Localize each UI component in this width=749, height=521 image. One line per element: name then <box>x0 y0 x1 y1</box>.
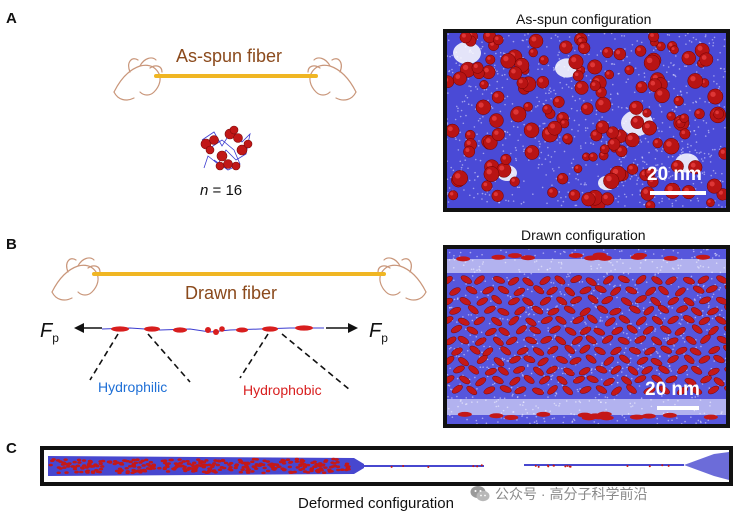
force-left-label: Fp <box>40 320 59 345</box>
panel-b-letter: B <box>6 236 17 253</box>
drawn-simulation-image: 20 nm <box>443 245 730 428</box>
force-subscript: p <box>52 331 59 345</box>
drawn-title: Drawn configuration <box>521 227 646 243</box>
hand-icon <box>307 57 357 101</box>
as-spun-particles <box>447 33 726 208</box>
polymer-cluster <box>200 125 253 171</box>
drawn-fiber-label: Drawn fiber <box>185 283 278 303</box>
scale-label-b: 20 nm <box>645 379 700 400</box>
panel-a-letter: A <box>6 10 17 27</box>
hydrophilic-label: Hydrophilic <box>98 379 168 395</box>
as-spun-fiber-label: As-spun fiber <box>176 46 283 66</box>
force-subscript: p <box>381 331 388 345</box>
hand-icon <box>51 257 101 301</box>
arrow-left-icon <box>74 323 102 333</box>
hand-icon <box>377 257 427 301</box>
scale-label-a: 20 nm <box>647 164 702 185</box>
as-spun-simulation-image: 20 nm <box>443 29 730 212</box>
wechat-icon <box>470 486 490 502</box>
watermark-text: 公众号 · 高分子科学前沿 <box>495 486 648 502</box>
hydrophobic-label: Hydrophobic <box>243 382 322 398</box>
force-symbol: F <box>40 320 53 342</box>
stretched-chain-diagram <box>74 323 358 391</box>
deformed-simulation-image <box>40 446 733 486</box>
scale-bar-b <box>657 406 699 410</box>
deformed-caption: Deformed configuration <box>298 495 454 512</box>
n-count-label: n = 16 <box>200 182 242 199</box>
arrow-right-icon <box>326 323 358 333</box>
scale-bar-a <box>650 191 706 195</box>
n-variable: n <box>200 182 209 199</box>
as-spun-fiber-illustration <box>113 57 357 101</box>
drawn-fiber-illustration <box>51 257 427 301</box>
panel-c-letter: C <box>6 440 17 457</box>
drawn-particles <box>447 249 726 424</box>
watermark: 公众号 · 高分子科学前沿 <box>470 484 647 504</box>
force-right-label: Fp <box>369 320 388 345</box>
force-symbol: F <box>369 320 382 342</box>
hand-icon <box>113 57 163 101</box>
n-value: = 16 <box>208 182 243 199</box>
as-spun-title: As-spun configuration <box>516 11 652 27</box>
deformed-strand <box>48 452 729 480</box>
